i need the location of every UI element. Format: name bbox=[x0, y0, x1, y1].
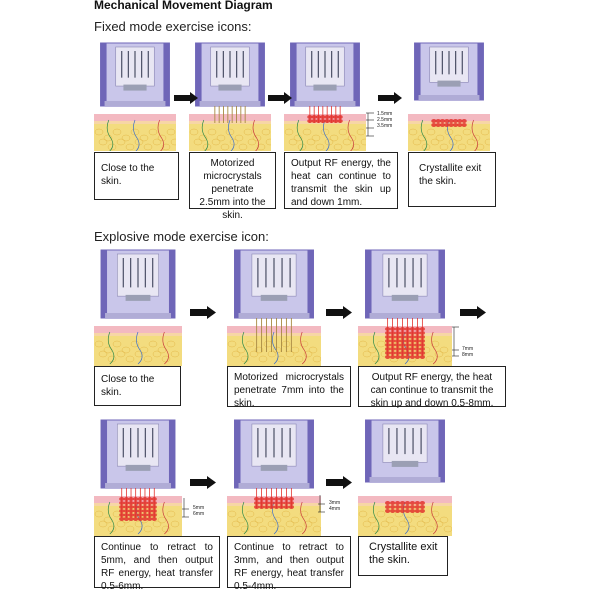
depth-label: 2.5mm bbox=[377, 117, 393, 123]
explosive-step-3-illustration bbox=[358, 248, 452, 366]
explosive-step-3-caption: Output RF energy, the heat can continue … bbox=[358, 366, 506, 409]
fixed-step-3-illustration bbox=[284, 41, 366, 151]
depth-label: 4mm bbox=[329, 506, 341, 512]
device-skin-svg bbox=[94, 418, 182, 536]
arrow-right-icon bbox=[268, 92, 292, 104]
depth-label: 3.5mm bbox=[377, 123, 393, 129]
fixed-step-2-caption: Motorized microcrystals penetrate 2.5mm … bbox=[189, 152, 276, 221]
explosive-step-5-illustration bbox=[227, 418, 321, 536]
depth-label: 7mm bbox=[462, 346, 474, 352]
device-skin-svg bbox=[227, 418, 321, 536]
fixed-step-2-illustration bbox=[189, 41, 271, 151]
arrow-right-icon bbox=[460, 306, 486, 319]
explosive-step-5-caption: Continue to retract to 3mm, and then out… bbox=[227, 536, 351, 592]
fixed-step-1-caption: Close to the skin. bbox=[94, 152, 179, 200]
explosive-step-1-caption: Close to the skin. bbox=[94, 366, 181, 406]
device-skin-svg bbox=[227, 248, 321, 366]
arrow-right-icon bbox=[326, 306, 352, 319]
explosive-step-6-caption: Crystallite exit the skin. bbox=[358, 536, 448, 576]
fixed-step-1-illustration bbox=[94, 41, 176, 151]
device-skin-svg bbox=[358, 248, 452, 366]
fixed-step-4-illustration bbox=[408, 41, 490, 151]
device-skin-svg bbox=[358, 418, 452, 536]
explosive-step-4-caption: Continue to retract to 5mm, and then out… bbox=[94, 536, 220, 592]
depth-label: 3mm bbox=[329, 500, 341, 506]
depth-label: 6mm bbox=[193, 511, 205, 517]
device-skin-svg bbox=[94, 248, 182, 366]
explosive-step-2-caption: Motorized microcrystals penetrate 7mm in… bbox=[227, 366, 351, 409]
explosive-step-1-illustration bbox=[94, 248, 182, 366]
explosive-step-4-illustration bbox=[94, 418, 182, 536]
device-skin-svg bbox=[94, 41, 176, 151]
depth-label: 5mm bbox=[193, 505, 205, 511]
depth-label: 1.5mm bbox=[377, 111, 393, 117]
arrow-right-icon bbox=[190, 476, 216, 489]
depth-bracket bbox=[452, 326, 459, 357]
device-skin-svg bbox=[408, 41, 490, 151]
fixed-step-4-caption: Crystallite exit the skin. bbox=[408, 152, 496, 207]
arrow-right-icon bbox=[326, 476, 352, 489]
explosive-step-6-illustration bbox=[358, 418, 452, 536]
fixed-mode-heading: Fixed mode exercise icons: bbox=[94, 19, 252, 34]
depth-label: 8mm bbox=[462, 352, 474, 358]
fixed-step-3-caption: Output RF energy, the heat can continue … bbox=[284, 152, 398, 209]
arrow-right-icon bbox=[378, 92, 402, 104]
device-skin-svg bbox=[284, 41, 366, 151]
explosive-mode-heading: Explosive mode exercise icon: bbox=[94, 229, 269, 244]
page-title: Mechanical Movement Diagram bbox=[94, 0, 273, 12]
explosive-step-2-illustration bbox=[227, 248, 321, 366]
arrow-right-icon bbox=[190, 306, 216, 319]
depth-bracket bbox=[366, 112, 374, 137]
depth-bracket bbox=[318, 495, 325, 513]
arrow-right-icon bbox=[174, 92, 198, 104]
device-skin-svg bbox=[189, 41, 271, 151]
depth-bracket bbox=[182, 498, 189, 518]
